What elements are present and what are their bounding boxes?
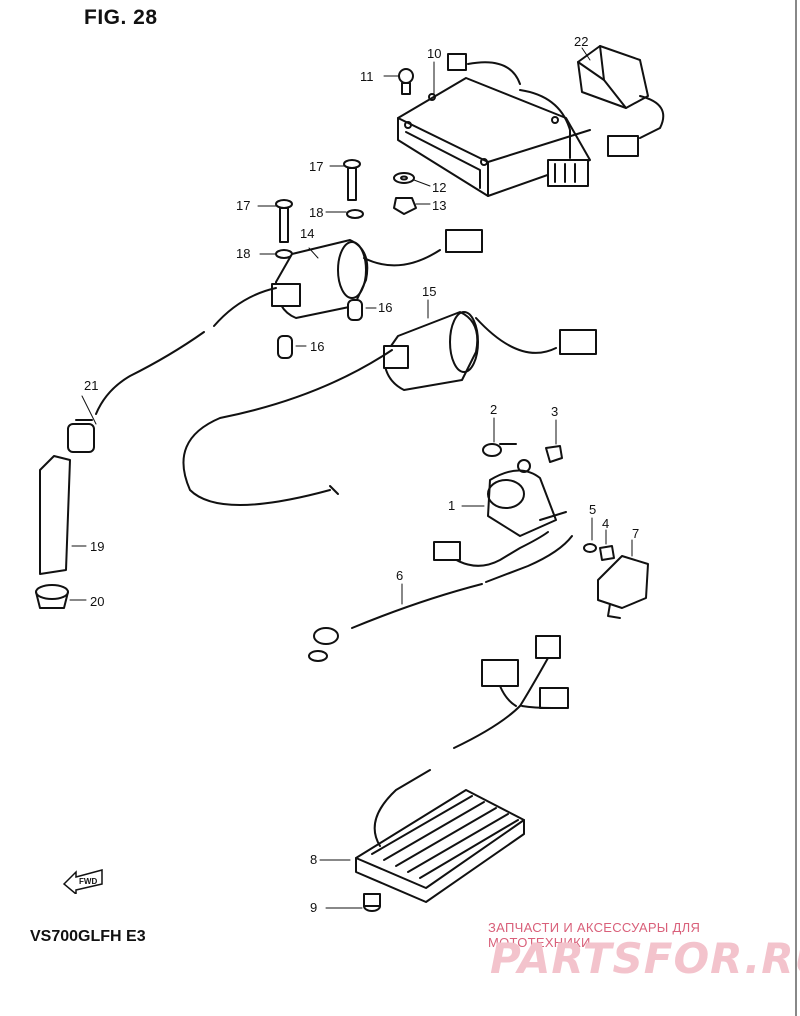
part-17-bolt-upper (329, 159, 361, 201)
callout-17-upper: 17 (309, 159, 324, 174)
part-16-cap-upper (347, 299, 377, 321)
callout-17-lower: 17 (236, 198, 251, 213)
part-22-relay (577, 45, 665, 157)
part-11-screw (383, 68, 414, 95)
callout-21: 21 (84, 378, 99, 393)
part-2-bolt (482, 417, 517, 457)
part-18-washer-upper (325, 209, 364, 219)
figure-title: FIG. 28 (84, 6, 158, 29)
callout-18-upper: 18 (309, 205, 324, 220)
regulator-connectors (481, 635, 569, 709)
part-3-nut (545, 419, 563, 463)
callout-6: 6 (396, 568, 404, 583)
watermark-subtitle: ЗАПЧАСТИ И АКСЕССУАРЫ ДЛЯ МОТОТЕХНИКИ (488, 920, 701, 950)
part-4-nut (599, 529, 615, 561)
callout-4: 4 (602, 516, 610, 531)
forward-arrow-icon: FWD (62, 869, 103, 894)
part-19-plug-boot (39, 455, 87, 575)
part-6-battery-lead (308, 583, 483, 662)
part-21-plug-cap (67, 395, 97, 453)
part-12-washer (393, 172, 431, 187)
callout-1: 1 (448, 498, 456, 513)
svg-text:FWD: FWD (79, 877, 97, 886)
callout-15: 15 (422, 284, 437, 299)
part-1-starter-relay (461, 459, 567, 537)
high-tension-lead (95, 331, 205, 415)
callout-13: 13 (432, 198, 447, 213)
callout-20: 20 (90, 594, 105, 609)
part-14-ignition-coil (213, 229, 483, 327)
part-16-cap-lower (277, 335, 307, 359)
callout-19: 19 (90, 539, 105, 554)
callout-16-lower: 16 (310, 339, 325, 354)
watermark-brand: PARTSFOR.RU (490, 934, 800, 983)
callout-9: 9 (310, 900, 318, 915)
callout-10: 10 (427, 46, 442, 61)
callout-16-upper: 16 (378, 300, 393, 315)
part-10-cdi-unit (397, 53, 591, 197)
part-8-regulator-rectifier (319, 705, 525, 903)
part-20-cap (35, 584, 87, 609)
callout-5: 5 (589, 502, 597, 517)
callout-12: 12 (432, 180, 447, 195)
relay-wiring (433, 531, 573, 583)
callout-3: 3 (551, 404, 559, 419)
part-18-washer-lower (259, 249, 293, 259)
part-13-nut (393, 197, 431, 215)
part-17-bolt-lower (257, 199, 293, 243)
callout-14: 14 (300, 226, 315, 241)
part-7-terminal-cover (597, 539, 649, 619)
callout-7: 7 (632, 526, 640, 541)
callout-8: 8 (310, 852, 318, 867)
callout-2: 2 (490, 402, 498, 417)
callout-11: 11 (360, 69, 374, 84)
part-5-washer (583, 517, 597, 553)
callout-18-lower: 18 (236, 246, 251, 261)
callout-22: 22 (574, 34, 589, 49)
part-9-bolt (325, 893, 381, 912)
part-15-ignition-coil (182, 311, 597, 506)
model-code: VS700GLFH E3 (30, 928, 146, 945)
